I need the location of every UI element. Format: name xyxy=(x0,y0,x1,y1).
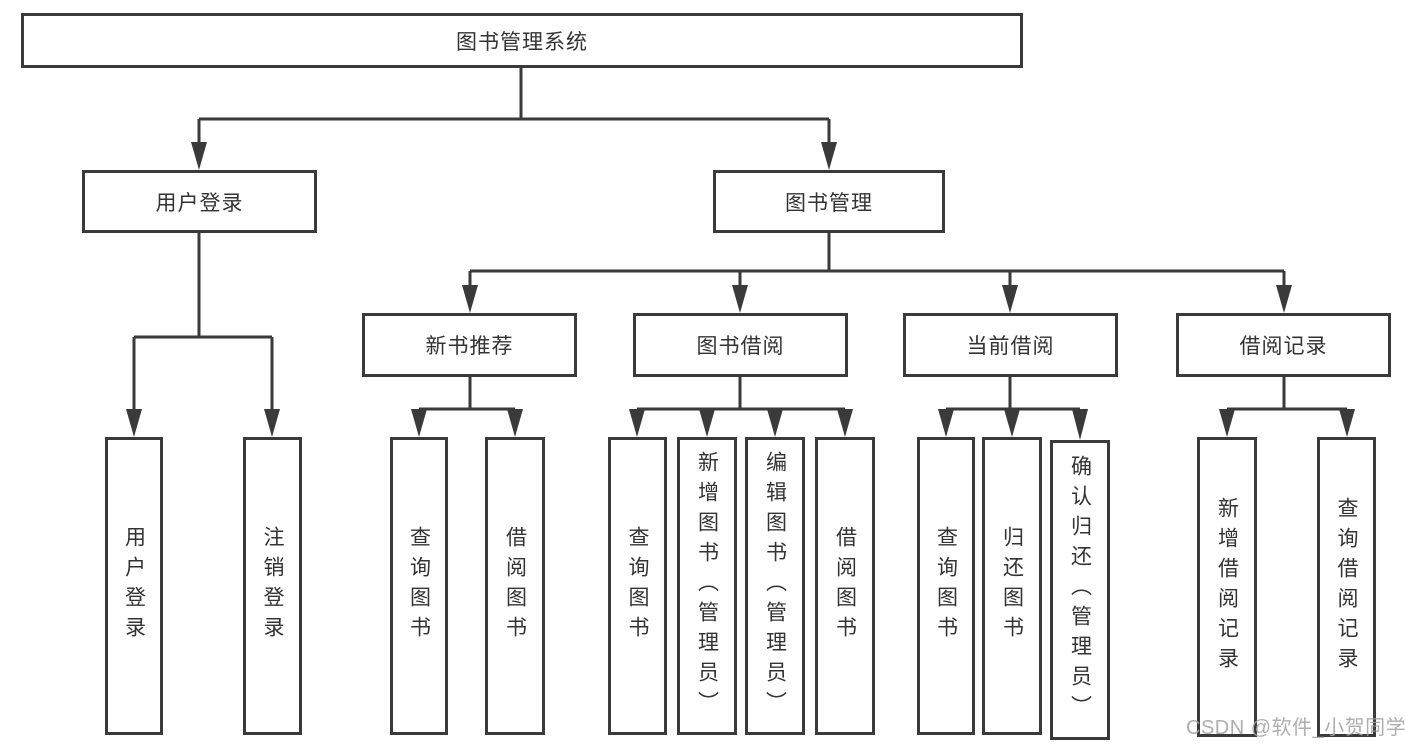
leaf-rec-query-book-label: 查询图书 xyxy=(407,526,431,646)
leaf-bb-query-book-label: 查询图书 xyxy=(626,526,649,646)
leaf-user-login-label: 用户登录 xyxy=(122,526,146,646)
leaf-bb-edit-book-admin-label: 编辑图书（管理员） xyxy=(763,451,787,721)
connector-current-borrow xyxy=(938,377,1088,440)
leaf-br-add-record-label: 新增借阅记录 xyxy=(1215,497,1239,677)
connector-root xyxy=(191,68,837,170)
leaf-rec-query-book: 查询图书 xyxy=(390,437,448,735)
node-current-borrow-label: 当前借阅 xyxy=(966,335,1055,358)
leaf-br-add-record: 新增借阅记录 xyxy=(1197,437,1257,737)
leaf-logout: 注销登录 xyxy=(243,437,302,735)
leaf-bb-borrow-book: 借阅图书 xyxy=(815,437,875,735)
leaf-cb-query-book: 查询图书 xyxy=(917,437,975,735)
connector-new-book-rec xyxy=(411,377,523,437)
connector-borrow-record xyxy=(1219,377,1355,437)
leaf-bb-add-book-admin: 新增图书（管理员） xyxy=(677,437,737,735)
node-user-login: 用户登录 xyxy=(82,170,317,233)
leaf-br-query-record: 查询借阅记录 xyxy=(1317,437,1376,737)
leaf-cb-confirm-return-admin-label: 确认归还（管理员） xyxy=(1068,455,1092,725)
leaf-bb-borrow-book-label: 借阅图书 xyxy=(833,526,857,646)
node-book-borrow: 图书借阅 xyxy=(633,313,848,377)
leaf-user-login: 用户登录 xyxy=(105,437,163,735)
node-root-label: 图书管理系统 xyxy=(456,30,588,54)
leaf-cb-confirm-return-admin: 确认归还（管理员） xyxy=(1050,440,1110,740)
leaf-cb-return-book-label: 归还图书 xyxy=(1000,526,1024,646)
node-borrow-record-label: 借阅记录 xyxy=(1239,335,1328,358)
node-new-book-rec-label: 新书推荐 xyxy=(425,335,514,358)
node-borrow-record: 借阅记录 xyxy=(1176,313,1391,377)
leaf-bb-add-book-admin-label: 新增图书（管理员） xyxy=(695,451,719,721)
node-book-mgmt: 图书管理 xyxy=(713,170,945,233)
leaf-cb-query-book-label: 查询图书 xyxy=(934,526,958,646)
leaf-rec-borrow-book-label: 借阅图书 xyxy=(503,526,527,646)
connector-book-mgmt xyxy=(462,233,1292,313)
csdn-watermark: CSDN @软件_小贺同学 xyxy=(1186,717,1405,739)
leaf-logout-label: 注销登录 xyxy=(261,526,284,646)
node-book-mgmt-label: 图书管理 xyxy=(785,191,873,215)
node-root: 图书管理系统 xyxy=(21,13,1023,68)
leaf-bb-edit-book-admin: 编辑图书（管理员） xyxy=(745,437,805,735)
leaf-rec-borrow-book: 借阅图书 xyxy=(485,437,545,735)
node-current-borrow: 当前借阅 xyxy=(903,313,1118,377)
node-new-book-rec: 新书推荐 xyxy=(362,313,577,377)
connector-user-login xyxy=(126,233,280,437)
node-user-login-label: 用户登录 xyxy=(155,191,244,215)
connector-book-borrow xyxy=(629,377,853,437)
leaf-cb-return-book: 归还图书 xyxy=(982,437,1042,735)
node-book-borrow-label: 图书借阅 xyxy=(696,335,785,358)
leaf-bb-query-book: 查询图书 xyxy=(608,437,667,735)
leaf-br-query-record-label: 查询借阅记录 xyxy=(1335,497,1358,677)
